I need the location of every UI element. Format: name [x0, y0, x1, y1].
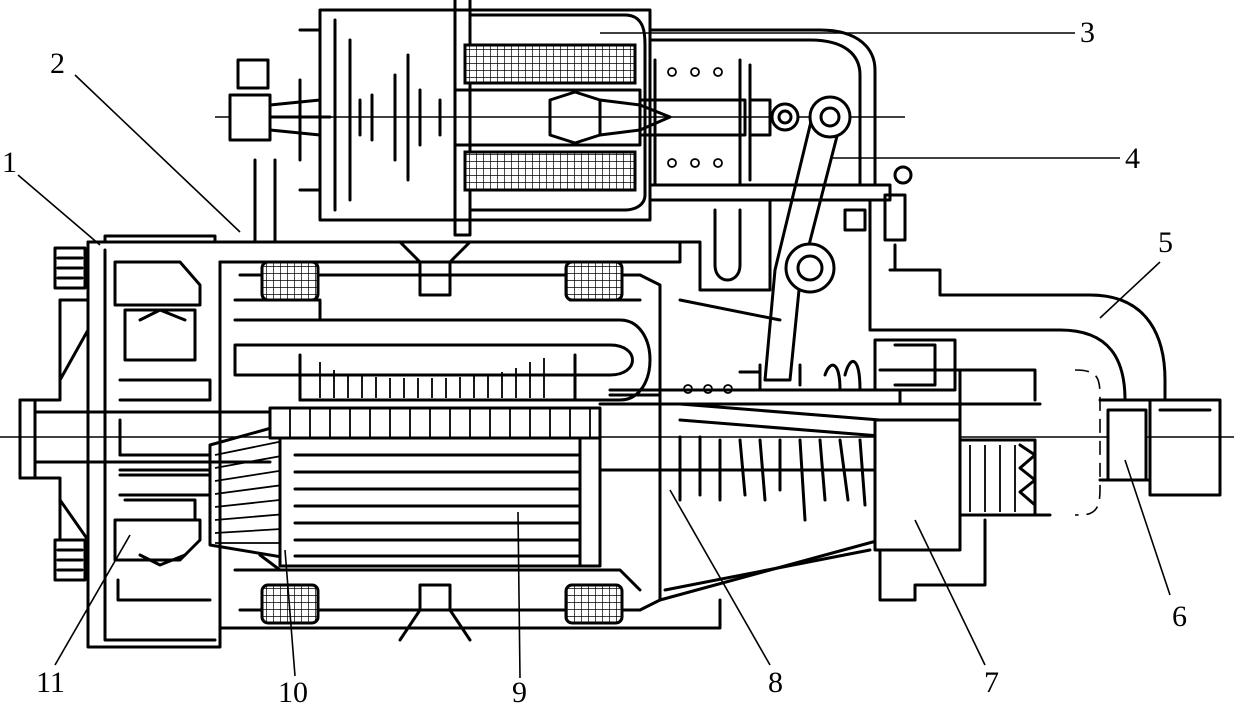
callout-8: 8 [768, 666, 783, 699]
solenoid-switch [228, 0, 772, 244]
overrunning-clutch [608, 360, 902, 602]
callout-11: 11 [36, 666, 65, 699]
armature-core [233, 298, 652, 592]
shift-lever [758, 95, 852, 387]
pinion-gear [873, 338, 1101, 552]
leader-lines [17, 32, 1171, 679]
callout-1: 1 [2, 146, 17, 179]
callout-4: 4 [1125, 142, 1140, 175]
callout-2: 2 [50, 47, 65, 80]
callout-6: 6 [1172, 600, 1187, 633]
callout-labels: 1 2 3 4 5 6 7 8 9 10 11 [2, 16, 1187, 705]
commutator [118, 418, 302, 562]
commutator-end-frame [18, 246, 212, 602]
callout-7: 7 [984, 666, 999, 699]
drive-end-housing [648, 28, 1222, 630]
armature-shaft [33, 402, 1042, 472]
callout-3: 3 [1080, 16, 1095, 49]
callout-5: 5 [1158, 226, 1173, 259]
callout-9: 9 [512, 676, 527, 705]
callout-10: 10 [278, 676, 308, 705]
